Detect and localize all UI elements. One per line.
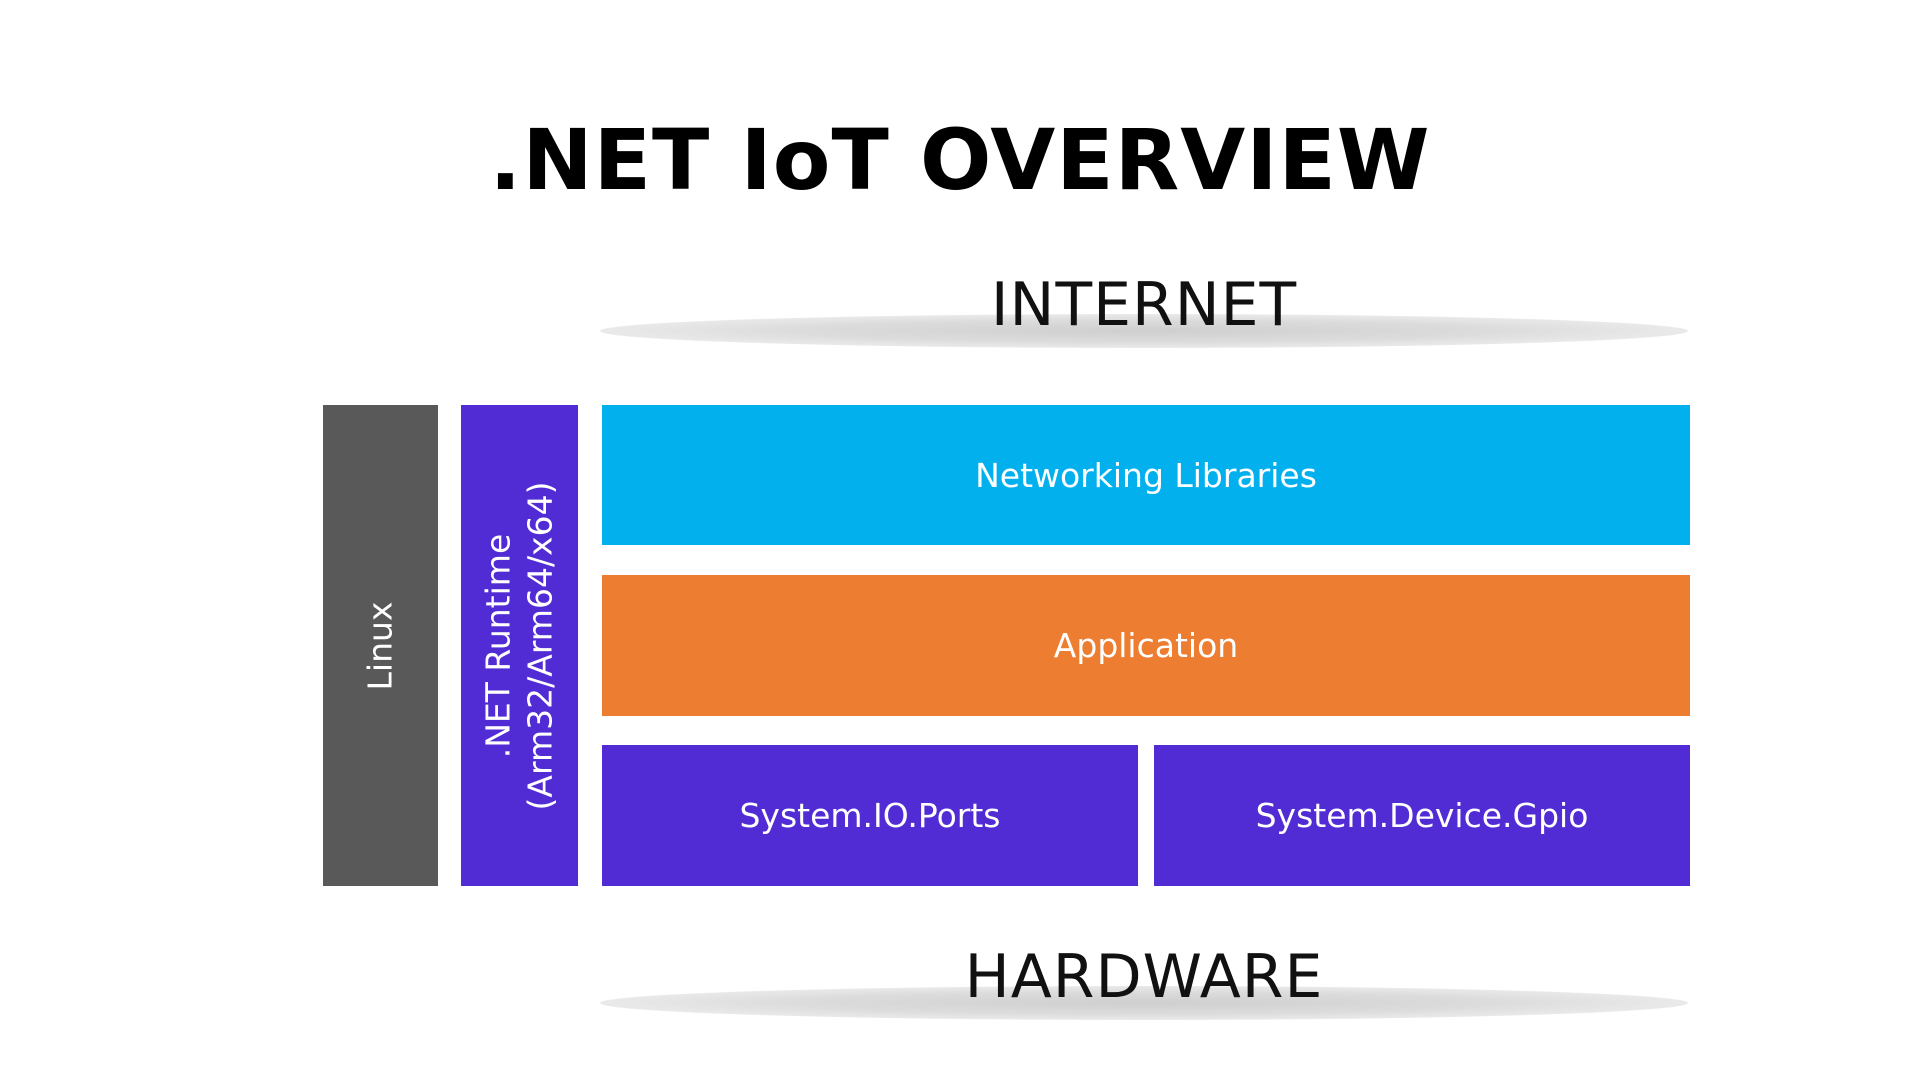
dotnet-runtime-label: .NET Runtime (Arm32/Arm64/x64) [478,481,562,810]
slide-title: .NET IoT OVERVIEW [489,111,1431,209]
dotnet-runtime-label-line2: (Arm32/Arm64/x64) [520,481,560,810]
dotnet-runtime-block: .NET Runtime (Arm32/Arm64/x64) [461,405,578,886]
application-label: Application [1053,626,1239,665]
system-io-ports-block: System.IO.Ports [602,745,1138,886]
application-block: Application [602,575,1690,716]
hardware-label: HARDWARE [964,942,1324,1012]
linux-label: Linux [360,601,400,690]
networking-libraries-block: Networking Libraries [602,405,1690,545]
system-io-ports-label: System.IO.Ports [739,796,1001,835]
hardware-boundary-ellipse [600,986,1688,1020]
system-device-gpio-block: System.Device.Gpio [1154,745,1690,886]
dotnet-runtime-label-line1: .NET Runtime [478,533,518,758]
internet-boundary-ellipse [600,314,1688,348]
internet-label: INTERNET [990,270,1298,340]
system-device-gpio-label: System.Device.Gpio [1255,796,1589,835]
linux-block: Linux [323,405,438,886]
networking-libraries-label: Networking Libraries [975,455,1317,495]
